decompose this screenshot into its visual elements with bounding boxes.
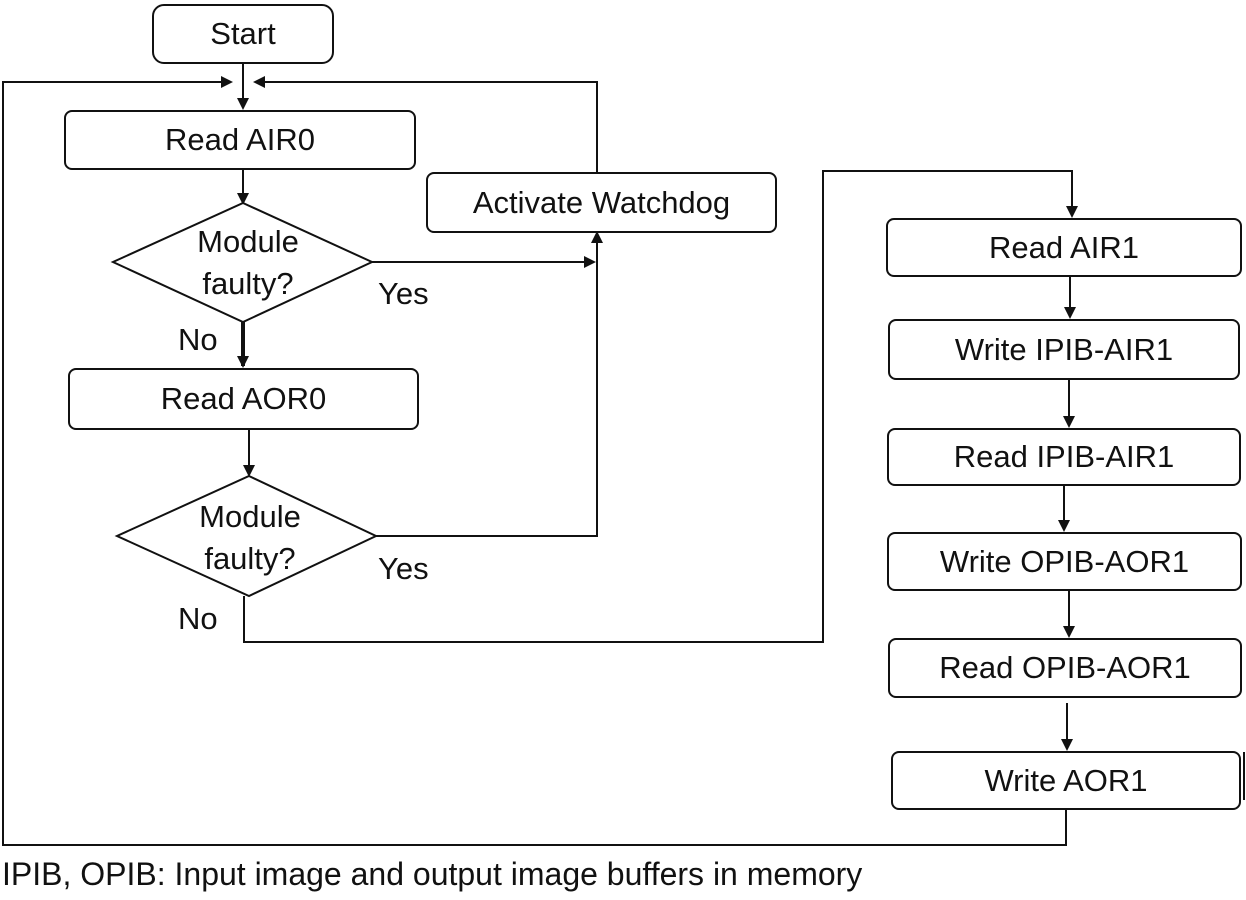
read-air0-node: Read AIR0 bbox=[64, 110, 416, 170]
read-air1-node: Read AIR1 bbox=[886, 218, 1242, 277]
edge-watchdog-to-read-air0 bbox=[253, 76, 598, 172]
decision2-diamond bbox=[114, 474, 379, 598]
read-opib-aor1-node: Read OPIB-AOR1 bbox=[888, 638, 1242, 698]
write-ipib-air1-node: Write IPIB-AIR1 bbox=[888, 319, 1240, 380]
decision1-yes-label: Yes bbox=[378, 276, 429, 311]
footnote: IPIB, OPIB: Input image and output image… bbox=[2, 856, 863, 892]
activate-watchdog-node: Activate Watchdog bbox=[426, 172, 777, 233]
edge-write-aor1-to-read-air0 bbox=[2, 76, 1067, 846]
decision2-yes-label: Yes bbox=[378, 551, 429, 586]
decision1-no-label: No bbox=[178, 322, 218, 357]
decision2-no-label: No bbox=[178, 601, 218, 636]
edge-decision2-no bbox=[243, 170, 1078, 643]
write-aor1-node: Write AOR1 bbox=[891, 751, 1241, 810]
start-node: Start bbox=[152, 4, 334, 64]
read-ipib-air1-node: Read IPIB-AIR1 bbox=[887, 428, 1241, 486]
write-opib-aor1-node: Write OPIB-AOR1 bbox=[887, 532, 1242, 591]
edge-decision2-yes bbox=[376, 231, 603, 537]
read-aor0-node: Read AOR0 bbox=[68, 368, 419, 430]
